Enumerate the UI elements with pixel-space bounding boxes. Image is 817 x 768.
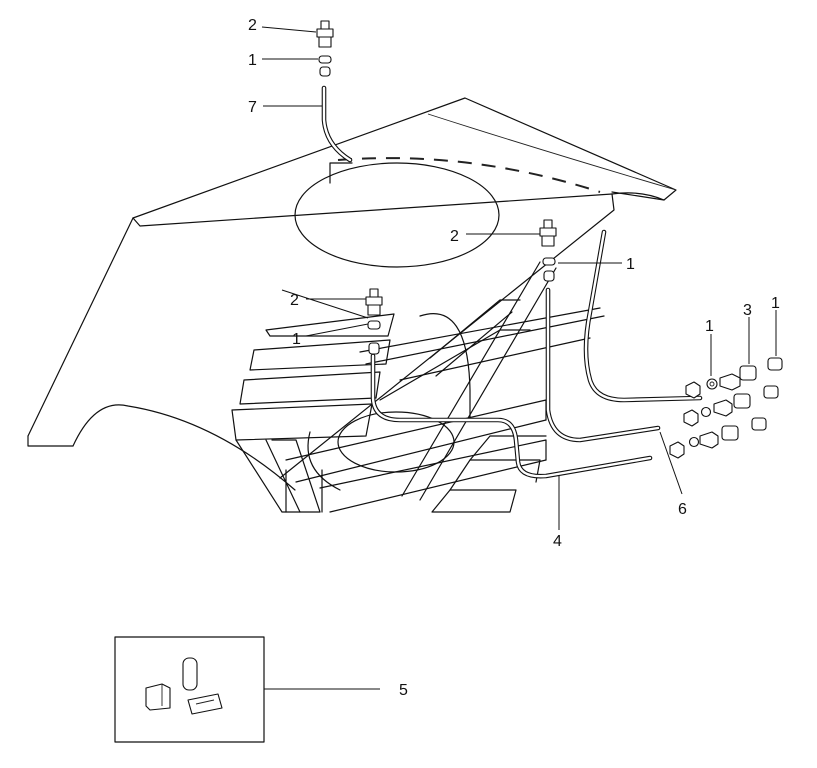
- nut-1-left: [367, 320, 381, 355]
- leader-lines: [261, 26, 777, 690]
- callout-1-b: 1: [771, 295, 780, 312]
- callout-6: 6: [678, 501, 687, 518]
- hose-4: [370, 353, 653, 479]
- fitting-2-top: [316, 20, 334, 48]
- fitting-set-row-1: [685, 357, 783, 399]
- tank-bracket-assembly: [231, 261, 605, 513]
- fitting-set-row-2: [683, 385, 779, 427]
- callout-2-left: 2: [290, 292, 299, 309]
- callout-3: 3: [743, 302, 752, 319]
- hose-upper: [583, 229, 703, 403]
- callout-7: 7: [248, 99, 257, 116]
- hose-7: [321, 85, 353, 163]
- callout-1-top: 1: [248, 52, 257, 69]
- hose-6: [545, 287, 661, 443]
- callout-2-mid: 2: [450, 228, 459, 245]
- callout-1-left: 1: [292, 331, 301, 348]
- callout-1-a: 1: [705, 318, 714, 335]
- callout-4: 4: [553, 533, 562, 550]
- nut-1-top: [318, 55, 332, 77]
- fender-cover: [27, 97, 677, 491]
- fitting-2-left: [365, 288, 383, 316]
- callout-1-mid: 1: [626, 256, 635, 273]
- callout-5: 5: [399, 682, 408, 699]
- callout-labels: 2 1 7 2 1 2 1 1 3 1 6 4 5: [248, 17, 780, 699]
- fitting-set-row-3: [669, 417, 767, 459]
- nut-1-mid: [542, 257, 556, 282]
- callout-2-top: 2: [248, 17, 257, 34]
- fitting-2-mid: [539, 219, 557, 247]
- inset-kit-box: [114, 636, 265, 743]
